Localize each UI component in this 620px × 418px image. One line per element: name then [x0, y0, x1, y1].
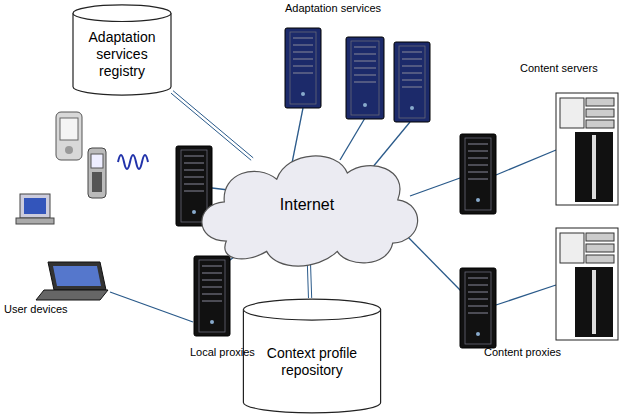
component-label: Local proxies — [190, 346, 255, 358]
component-label: Content proxies — [484, 346, 561, 358]
mobile-phone — [88, 148, 106, 198]
node-label: Adaptation services registry — [72, 29, 172, 79]
content-server-cabinet — [556, 93, 618, 205]
wireless-signal — [118, 155, 148, 169]
desktop-terminal — [16, 194, 54, 224]
pda — [56, 112, 82, 160]
component-label: Content servers — [520, 62, 598, 74]
database-cylinder: Adaptation services registry — [72, 4, 172, 96]
server-tower — [194, 256, 230, 336]
server-tower — [394, 42, 430, 122]
server-tower — [346, 37, 384, 119]
node-label: Internet — [186, 195, 428, 214]
component-label: Adaptation services — [285, 2, 381, 14]
internet-cloud: Internet — [186, 138, 428, 272]
server-tower — [460, 134, 496, 214]
content-server-cabinet — [556, 228, 618, 340]
component-label: User devices — [4, 303, 68, 315]
laptop — [36, 262, 108, 300]
database-cylinder: Context profile repository — [242, 298, 382, 414]
server-tower — [460, 268, 496, 348]
node-label: Context profile repository — [242, 345, 382, 379]
server-tower — [285, 28, 321, 108]
